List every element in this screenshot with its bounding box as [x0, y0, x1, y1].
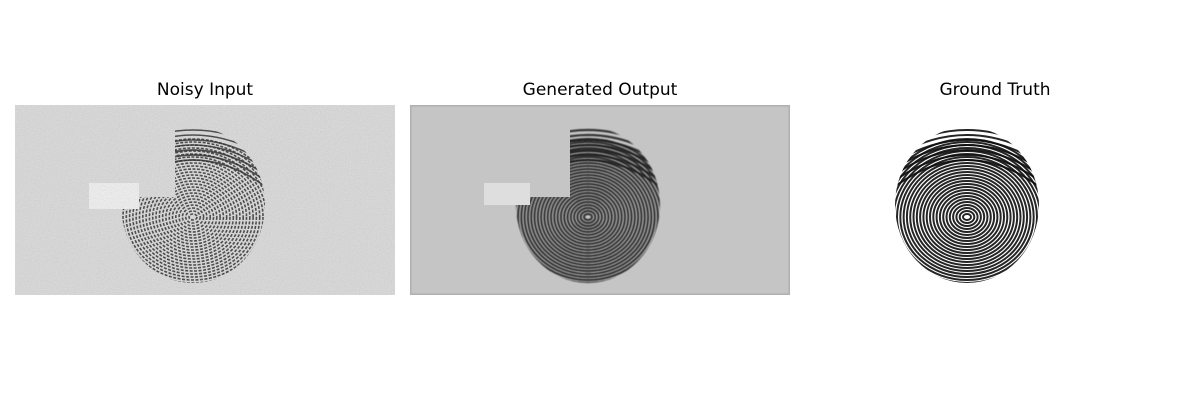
ground-truth-image [805, 105, 1185, 295]
generated-output-title: Generated Output [522, 80, 678, 100]
mask-block-bright [484, 183, 530, 205]
ground-truth-title: Ground Truth [939, 80, 1051, 100]
noisy-input-title: Noisy Input [156, 80, 254, 100]
generated-output-image [410, 105, 790, 295]
noisy-input-image [15, 105, 395, 295]
